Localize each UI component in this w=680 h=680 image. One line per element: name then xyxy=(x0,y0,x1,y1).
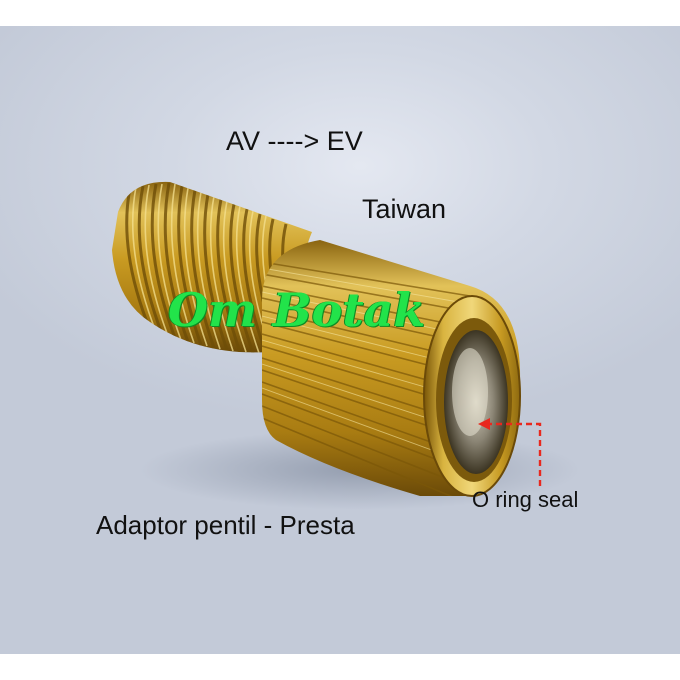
adapter-front-face xyxy=(423,295,521,497)
seal-annotation-arrow xyxy=(484,422,542,486)
conversion-caption: AV ----> EV xyxy=(226,126,363,156)
origin-caption: Taiwan xyxy=(362,194,447,224)
product-caption: Adaptor pentil - Presta xyxy=(96,510,355,540)
arrow-head xyxy=(478,418,490,430)
watermark: Om Botak xyxy=(168,283,426,337)
seal-label: O ring seal xyxy=(472,487,579,512)
